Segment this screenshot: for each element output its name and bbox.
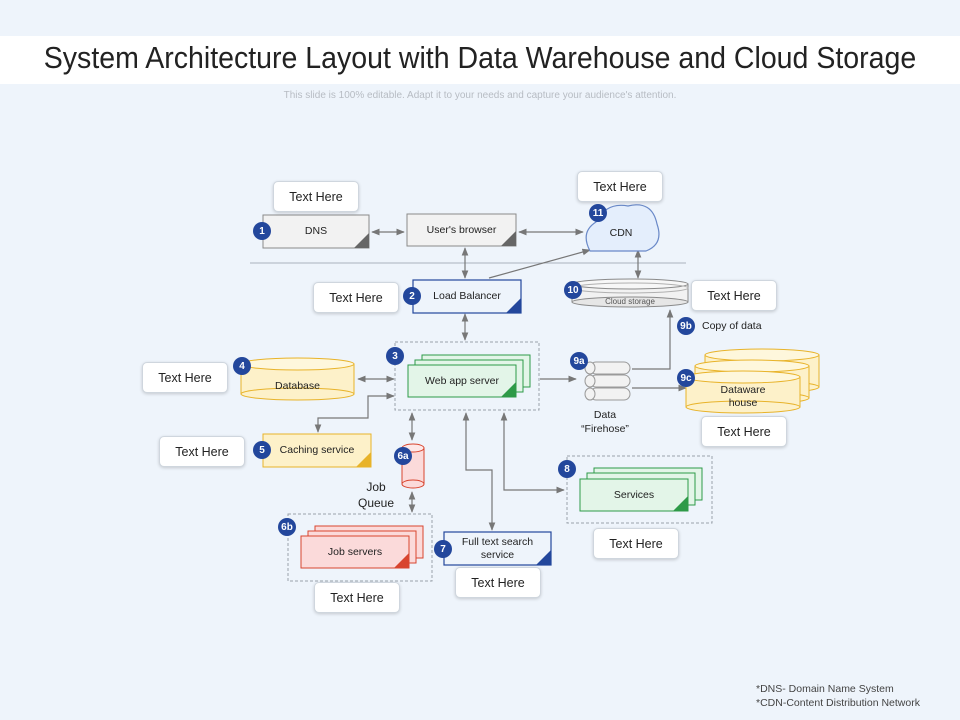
arrow-web-fulltext [462,412,496,531]
callout-full-text-search[interactable]: Text Here [455,567,541,598]
cdn-label: CDN [609,226,633,239]
callout-cloud-storage[interactable]: Text Here [691,280,777,311]
callout-data-warehouse[interactable]: Text Here [701,416,787,447]
callout-database[interactable]: Text Here [142,362,228,393]
cloud-storage-label: Cloud storage [605,296,655,306]
load-balancer-node [412,279,522,314]
connections [314,228,687,531]
callout-caching-service[interactable]: Text Here [159,436,245,467]
data-firehose-label: Data “Firehose” [581,409,629,435]
badge-caching-service: 5 [253,441,271,459]
copy-of-data-label: Copy of data [702,320,762,332]
badge-job-queue: 6a [394,447,412,465]
dns-node [262,214,370,249]
data-firehose-node [584,361,631,401]
badge-cdn: 11 [589,204,607,222]
full-text-search-node [443,531,552,566]
database-label: Database [275,379,320,392]
browser-label: User's browser [426,223,497,236]
page-title: System Architecture Layout with Data War… [43,40,917,75]
callout-dns[interactable]: Text Here [273,181,359,212]
badge-data-warehouse: 9c [677,369,695,387]
page-subtitle: This slide is 100% editable. Adapt it to… [283,90,677,101]
browser-node [406,213,517,247]
callout-job-servers[interactable]: Text Here [314,582,400,613]
web-app-server-label: Web app server [425,374,499,387]
dns-label: DNS [304,225,328,237]
services-group-frame [566,455,713,524]
badge-services: 8 [558,460,576,478]
callout-cdn[interactable]: Text Here [577,171,663,202]
web-app-group-frame [394,341,540,411]
badge-full-text-search: 7 [434,540,452,558]
caching-service-label: Caching service [279,444,355,456]
load-balancer-label: Load Balancer [433,290,501,302]
callout-services[interactable]: Text Here [593,528,679,559]
badge-load-balancer: 2 [403,287,421,305]
job-queue-label: Job Queue [357,480,395,510]
full-text-search-label: Full text search service [461,535,534,561]
footnote-dns: *DNS- Domain Name System [756,683,894,695]
services-stack [579,467,703,512]
badge-cloud-storage: 10 [564,281,582,299]
badge-job-servers: 6b [278,518,296,536]
job-servers-group-frame [287,513,433,582]
job-servers-label: Job servers [327,545,383,558]
badge-data-firehose: 9a [570,352,588,370]
arrow-firehose-cloud [632,309,674,370]
cloud-storage-node [571,278,689,308]
data-warehouse-label: Dataware house [720,384,766,409]
database-node [240,357,355,401]
badge-dns: 1 [253,222,271,240]
arrow-web-services [500,412,565,494]
footnotes: *DNS- Domain Name System *CDN-Content Di… [756,682,920,710]
badge-copy-of-data: 9b [677,317,695,335]
web-app-server-stack [407,354,531,398]
badge-database: 4 [233,357,251,375]
title-bar [0,36,960,84]
services-label: Services [613,488,655,501]
badge-web-app-server: 3 [386,347,404,365]
caching-service-node [262,433,372,468]
footnote-cdn: *CDN-Content Distribution Network [756,697,920,709]
job-servers-stack [300,525,424,569]
data-warehouse-node [685,348,820,414]
callout-load-balancer[interactable]: Text Here [313,282,399,313]
arrow-web-cache [314,392,395,433]
arrow-lb-cdn [488,248,591,279]
